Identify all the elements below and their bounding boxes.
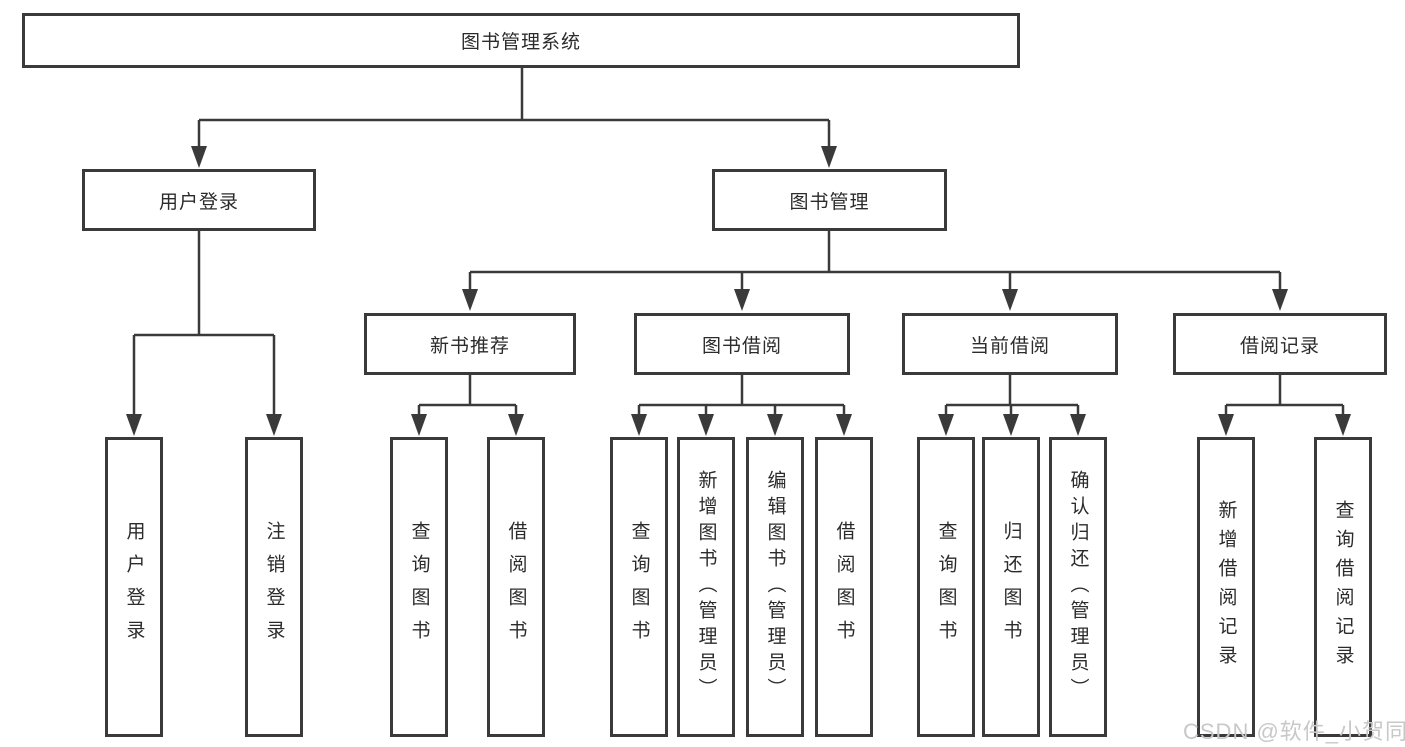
leaf-label: 新增图书（管理员） <box>695 470 717 704</box>
leaf-confirm-return-admin: 确认归还（管理员） <box>1049 437 1107 737</box>
arrowhead-down-icon <box>938 414 954 436</box>
arrowhead-down-icon <box>734 289 750 311</box>
leaf-label: 编辑图书（管理员） <box>764 470 786 704</box>
leaf-user-login: 用户登录 <box>105 437 163 737</box>
leaf-query-books-recommend: 查询图书 <box>390 437 448 737</box>
node-borrowing-records: 借阅记录 <box>1173 313 1387 375</box>
arrowhead-down-icon <box>767 414 783 436</box>
connector-line <box>132 231 276 416</box>
connector-line <box>637 374 846 416</box>
connector-line <box>417 374 518 416</box>
node-label: 图书管理系统 <box>460 32 581 53</box>
leaf-label: 借阅图书 <box>833 521 855 653</box>
connector-line <box>1224 374 1345 416</box>
node-library-management-system: 图书管理系统 <box>22 13 1020 68</box>
leaf-label: 借阅图书 <box>505 521 527 653</box>
leaf-add-book-admin: 新增图书（管理员） <box>677 437 735 737</box>
node-book-management: 图书管理 <box>712 169 947 231</box>
arrowhead-down-icon <box>508 414 524 436</box>
leaf-label: 新增借阅记录 <box>1215 500 1237 674</box>
connector-new-book-rec-to-leaves <box>411 374 524 436</box>
node-new-book-recommendation: 新书推荐 <box>364 313 576 375</box>
node-current-borrowing: 当前借阅 <box>902 313 1118 375</box>
leaf-logout: 注销登录 <box>245 437 303 737</box>
node-label: 借阅记录 <box>1239 335 1320 357</box>
node-label: 当前借阅 <box>969 335 1050 357</box>
arrowhead-down-icon <box>1272 289 1288 311</box>
leaf-return-books: 归还图书 <box>982 437 1040 737</box>
arrowhead-down-icon <box>191 146 207 168</box>
leaf-label: 查询借阅记录 <box>1332 500 1354 674</box>
node-label: 图书借阅 <box>701 335 782 357</box>
arrowhead-down-icon <box>1002 289 1018 311</box>
arrowhead-down-icon <box>266 414 282 436</box>
node-book-borrowing: 图书借阅 <box>634 313 850 375</box>
arrowhead-down-icon <box>1335 414 1351 436</box>
leaf-query-books-borrowing: 查询图书 <box>610 437 668 737</box>
leaf-query-borrow-record: 查询借阅记录 <box>1314 437 1372 737</box>
connector-user-login-to-leaves <box>126 231 282 436</box>
node-label: 新书推荐 <box>429 335 510 357</box>
arrowhead-down-icon <box>462 289 478 311</box>
node-user-login: 用户登录 <box>82 169 316 231</box>
connector-root-to-level2 <box>191 68 837 168</box>
connector-book-borrowing-to-leaves <box>631 374 852 436</box>
node-label: 图书管理 <box>789 191 870 213</box>
arrowhead-down-icon <box>126 414 142 436</box>
connector-borrowing-records-to-leaves <box>1218 374 1351 436</box>
arrowhead-down-icon <box>1070 414 1086 436</box>
leaf-label: 查询图书 <box>935 521 957 653</box>
node-label: 用户登录 <box>158 191 239 213</box>
leaf-edit-book-admin: 编辑图书（管理员） <box>746 437 804 737</box>
leaf-borrow-books-borrowing: 借阅图书 <box>815 437 873 737</box>
leaf-add-borrow-record: 新增借阅记录 <box>1197 437 1255 737</box>
connector-line <box>468 231 1282 292</box>
arrowhead-down-icon <box>1218 414 1234 436</box>
arrowhead-down-icon <box>631 414 647 436</box>
connector-current-borrowing-to-leaves <box>938 374 1086 436</box>
leaf-borrow-books-recommend: 借阅图书 <box>487 437 545 737</box>
leaf-label: 注销登录 <box>263 521 285 653</box>
arrowhead-down-icon <box>1003 414 1019 436</box>
connector-line <box>944 374 1080 416</box>
leaf-label: 用户登录 <box>123 521 145 653</box>
leaf-label: 确认归还（管理员） <box>1067 470 1089 704</box>
leaf-query-books-current: 查询图书 <box>917 437 975 737</box>
arrowhead-down-icon <box>821 146 837 168</box>
connector-book-management-to-level3 <box>462 231 1288 311</box>
leaf-label: 查询图书 <box>408 521 430 653</box>
arrowhead-down-icon <box>698 414 714 436</box>
leaf-label: 查询图书 <box>628 521 650 653</box>
connector-line <box>197 68 831 150</box>
arrowhead-down-icon <box>836 414 852 436</box>
leaf-label: 归还图书 <box>1000 521 1022 653</box>
csdn-watermark: CSDN @软件_小贺同学 <box>1183 719 1405 744</box>
arrowhead-down-icon <box>411 414 427 436</box>
